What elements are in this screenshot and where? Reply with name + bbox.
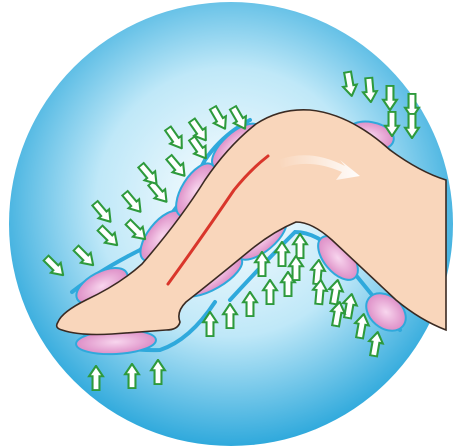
leg-massage-illustration — [0, 0, 462, 446]
